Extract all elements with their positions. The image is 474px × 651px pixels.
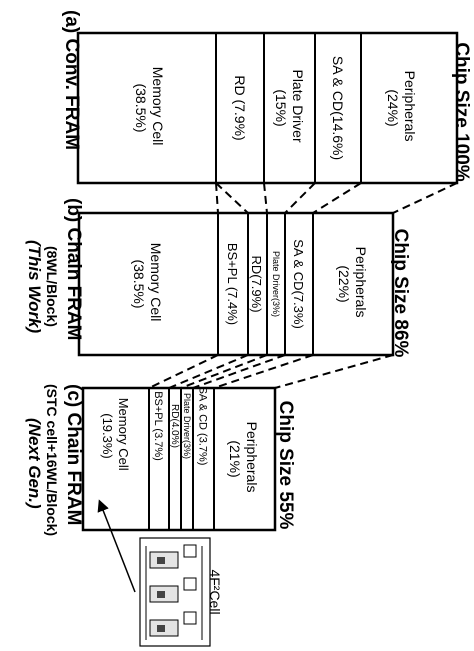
panel-a-plate-driver-pct: (15%) [273, 89, 289, 126]
panel-c-outline [81, 386, 277, 532]
cell-pointer-arrow [97, 499, 136, 593]
panel-a-memory-cell-pct: (38.5%) [133, 83, 149, 132]
panel-b-memory-cell-label: Memory Cell [148, 243, 164, 322]
svg-text:Peripherals (22%): Peripherals (22%) [336, 247, 369, 322]
panel-b-rd-label: RD(7.9%) [249, 255, 264, 312]
panel-c-note: (Next Gen.) [25, 418, 44, 509]
panel-c-plate-driver-label: Plate Driver(3%) [182, 393, 192, 459]
panel-c-rd-label: RD(4.0%) [169, 404, 180, 448]
connectors-b-c [148, 354, 394, 389]
panel-a-memory-cell-label: Memory Cell [150, 67, 166, 146]
panel-b: Peripherals (22%) SA & CD(7.3%) Plate Dr… [77, 211, 395, 357]
panel-c-peripherals-label: Peripherals [244, 422, 260, 493]
panel-a-sa-cd-label: SA & CD(14.6%) [330, 56, 346, 160]
panel-c-bs-pl-label: BS+PL (3.7%) [152, 391, 164, 461]
connectors-a-b [215, 182, 458, 214]
panel-b-subtitle: (8WL/Block) [44, 246, 60, 327]
panel-a-peripherals-pct: (24%) [385, 89, 401, 126]
svg-text:Peripherals (21%): Peripherals (21%) [227, 422, 260, 497]
svg-text:Memory Cell (38.5%): Memory Cell (38.5%) [131, 243, 164, 325]
cell-label: 4F²Cell [207, 569, 223, 614]
svg-text:Peripherals (24%): Peripherals (24%) [385, 71, 418, 146]
panel-b-outline [77, 211, 395, 357]
cell-layout-illustration [139, 537, 211, 647]
panel-c-memory-cell-label: Memory Cell [116, 398, 131, 471]
chip-size-b-label: Chip Size 86% [390, 229, 411, 358]
chip-size-a-label: Chip Size 100% [451, 42, 472, 181]
panel-c-memory-cell-pct: (19.3%) [100, 413, 115, 459]
panel-b-sa-cd-label: SA & CD(7.3%) [291, 239, 306, 329]
panel-a-outline [76, 31, 459, 185]
panel-a: Peripherals (24%) SA & CD(14.6%) Plate D… [76, 31, 459, 185]
panel-c-peripherals-pct: (21%) [227, 440, 243, 477]
panel-c: Peripherals (21%) SA & CD (3.7%) Plate D… [81, 386, 277, 532]
svg-text:Memory Cell (19.3%): Memory Cell (19.3%) [100, 398, 131, 475]
panel-b-peripherals-pct: (22%) [336, 265, 352, 302]
panel-a-title: (a) Conv. FRAM [61, 10, 82, 150]
panel-a-rd-label: RD (7.9%) [232, 75, 248, 140]
svg-text:Memory Cell (38.5%): Memory Cell (38.5%) [133, 67, 166, 149]
panel-c-subtitle: (STC cell+16WL/Block) [44, 384, 60, 536]
panel-b-memory-cell-pct: (38.5%) [131, 259, 147, 308]
panel-b-bs-pl-label: BS+PL (7.4%) [225, 243, 240, 325]
svg-text:Plate Driver (15%): Plate Driver (15%) [273, 69, 306, 146]
panel-b-peripherals-label: Peripherals [353, 247, 369, 318]
panel-a-peripherals-label: Peripherals [402, 71, 418, 142]
panel-b-title: (b) Chain FRAM [63, 198, 84, 340]
panel-b-plate-driver-label: Plate Driver(3%) [271, 251, 281, 317]
panel-c-sa-cd-label: SA & CD (3.7%) [197, 387, 209, 466]
chip-size-c-label: Chip Size 55% [275, 401, 296, 530]
panel-a-plate-driver-label: Plate Driver [290, 69, 306, 142]
panel-b-note: (This Work) [25, 240, 44, 334]
panel-c-title: (c) Chain FRAM [63, 384, 84, 525]
